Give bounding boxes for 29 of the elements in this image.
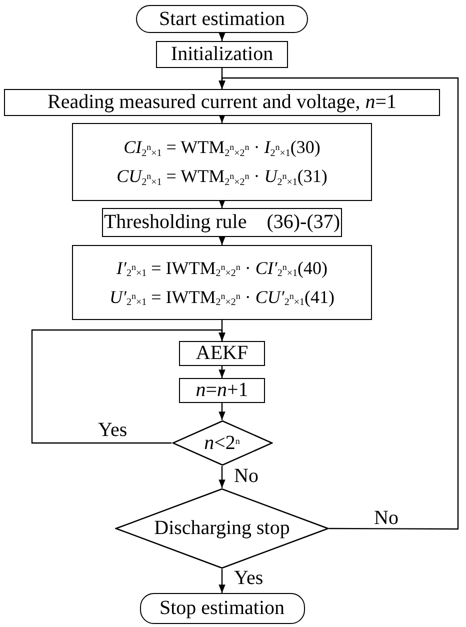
arrow xyxy=(31,329,226,444)
arrow xyxy=(218,32,226,41)
process-box xyxy=(4,89,440,116)
node-text: n<2$^{n}$ xyxy=(204,432,240,454)
node-text: Initialization xyxy=(170,43,274,66)
decision-diamond xyxy=(115,488,329,569)
arrow xyxy=(218,200,226,208)
node-text: Discharging stop xyxy=(154,517,290,540)
process-box xyxy=(156,41,288,68)
decision-diamond xyxy=(172,420,272,466)
arrow xyxy=(218,569,226,593)
process-box xyxy=(179,341,265,366)
arrow xyxy=(218,236,226,245)
terminal-box xyxy=(140,593,304,624)
node-text: Thresholding rule (36)-(37) xyxy=(104,211,340,234)
process-box xyxy=(72,245,372,320)
arrow xyxy=(218,77,459,530)
terminal-box xyxy=(136,5,308,33)
arrow xyxy=(218,403,226,420)
arrow xyxy=(218,466,226,488)
node-text: n=n+1 xyxy=(196,379,248,402)
arrow xyxy=(218,114,226,123)
node-text: Start estimation xyxy=(158,8,286,30)
node-text: Reading measured current and voltage, n=1 xyxy=(48,91,396,114)
process-box xyxy=(72,123,372,201)
process-box xyxy=(179,378,265,403)
node-text: AEKF xyxy=(196,342,248,365)
node-text: Stop estimation xyxy=(160,597,284,620)
arrow xyxy=(218,366,226,378)
